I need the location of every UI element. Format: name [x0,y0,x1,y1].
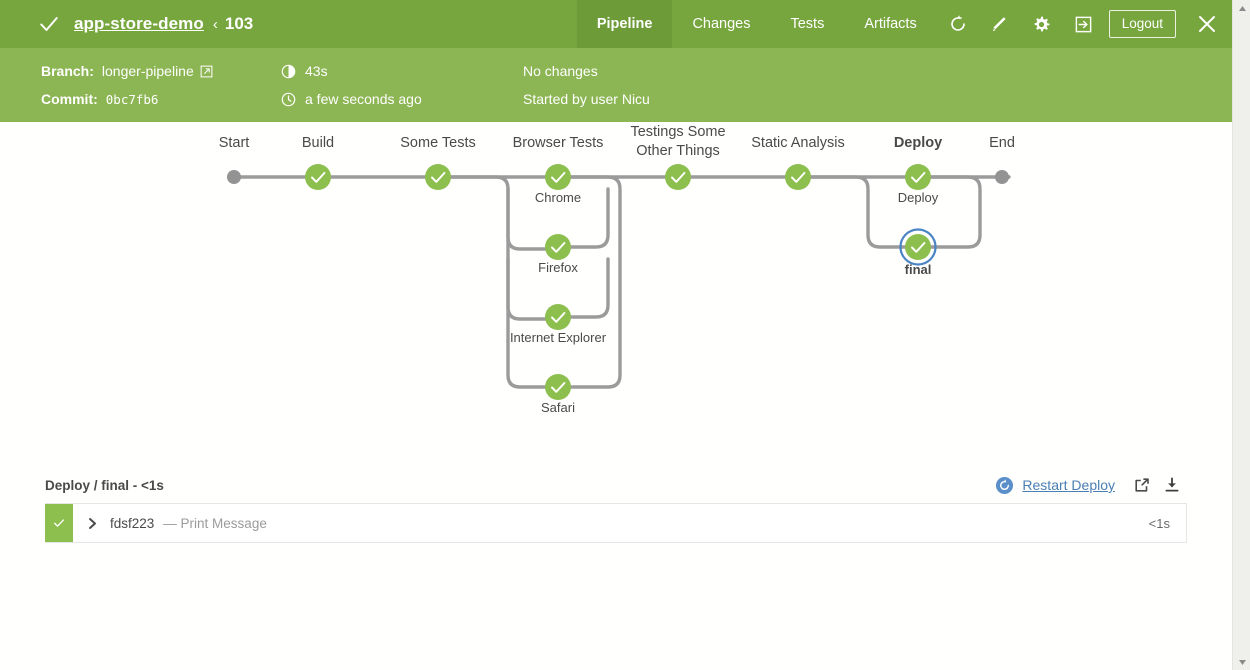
step-description: — Print Message [163,515,267,531]
pipeline-graph-svg: Start Build Some Tests Browser Tests Tes… [219,124,1015,415]
pipeline-graph: Start Build Some Tests Browser Tests Tes… [0,122,1232,467]
download-icon [1165,477,1179,492]
step-log-section: Deploy / final - <1s Restart Deploy [0,467,1232,543]
meta-branch-row: Branch: longer-pipeline [41,57,213,85]
pipeline-node-start[interactable] [227,170,241,184]
chevron-right-icon[interactable] [87,517,98,530]
stage-label-testings-line1: Testings Some [630,124,725,140]
branch-external-link-icon[interactable] [200,65,213,78]
stage-label-static-analysis: Static Analysis [751,135,845,151]
pipeline-node-end[interactable] [995,170,1009,184]
table-row[interactable]: fdsf223 — Print Message <1s [45,503,1187,543]
meta-col-timing: 43s a few seconds ago [281,57,422,113]
time-value: a few seconds ago [305,91,422,107]
job-name-link[interactable]: app-store-demo [74,14,204,33]
child-label-final: final [905,262,932,277]
pipeline-node-firefox[interactable] [545,234,571,260]
tab-tests[interactable]: Tests [790,16,825,32]
stage-label-testings-line2: Other Things [636,143,720,159]
login-button[interactable] [1063,0,1105,48]
step-name: fdsf223 [110,515,155,531]
external-link-icon [1135,478,1149,492]
pipeline-node-static-analysis[interactable] [785,164,811,190]
previous-run-chevron-icon[interactable]: ‹ [212,15,218,33]
tab-artifacts[interactable]: Artifacts [864,16,917,32]
step-status-indicator [45,504,73,542]
clock-icon [281,92,296,107]
restart-deploy-label: Restart Deploy [1022,477,1115,493]
pipeline-stage-labels: Start Build Some Tests Browser Tests Tes… [219,124,1015,159]
pipeline-node-browser-tests[interactable] [545,164,571,190]
pipeline-child-labels: Chrome Firefox Internet Explorer Safari … [510,190,939,415]
changes-text: No changes [523,63,598,79]
child-label-deploy: Deploy [898,190,939,205]
child-label-firefox: Firefox [538,260,578,275]
check-icon [53,519,65,527]
run-header-left: app-store-demo ‹ 103 [0,0,577,48]
meta-duration-row: 43s [281,57,422,85]
scroll-down-arrow-icon[interactable] [1233,654,1250,670]
restart-deploy-button[interactable]: Restart Deploy [995,476,1115,495]
pipeline-node-safari[interactable] [545,374,571,400]
commit-label: Commit: [41,91,98,107]
pencil-icon [992,17,1006,31]
stage-label-deploy: Deploy [894,135,942,151]
run-id: 103 [224,14,254,33]
stage-label-some-tests: Some Tests [400,135,476,151]
run-status-check-icon [40,17,58,31]
run-header-right: Pipeline Changes Tests Artifacts [576,0,1232,48]
restart-circle-icon [995,476,1014,495]
open-log-external-button[interactable] [1127,472,1157,498]
gear-icon [1034,16,1050,31]
stage-label-build: Build [302,135,334,151]
branch-label: Branch: [41,63,94,79]
rerun-button[interactable] [937,0,979,48]
pipeline-node-testings-some-other-things[interactable] [665,164,691,190]
settings-button[interactable] [1021,0,1063,48]
stage-label-end: End [989,135,1015,151]
replay-icon [950,15,965,31]
duration-pie-icon [281,64,296,79]
pipeline-node-build[interactable] [305,164,331,190]
pipeline-node-deploy[interactable] [905,164,931,190]
edit-button[interactable] [979,0,1021,48]
meta-col-changes: No changes Started by user Nicu [523,57,650,113]
stage-label-start: Start [219,135,250,151]
tab-pipeline[interactable]: Pipeline [576,0,673,48]
run-meta-band: Branch: longer-pipeline Commit: 0bc7fb6 [0,48,1232,122]
meta-changes-row: No changes [523,57,650,85]
pipeline-connectors [239,175,1011,389]
pipeline-node-internet-explorer[interactable] [545,304,571,330]
login-arrow-icon [1075,16,1092,32]
run-header-bar: app-store-demo ‹ 103 Pipeline Changes Te… [0,0,1232,48]
cause-text: Started by user Nicu [523,91,650,107]
step-duration: <1s [1148,515,1170,531]
step-log-title: Deploy / final - <1s [45,477,164,493]
meta-time-row: a few seconds ago [281,85,422,113]
meta-commit-row: Commit: 0bc7fb6 [41,85,213,113]
step-log-header: Deploy / final - <1s Restart Deploy [45,467,1187,503]
branch-value: longer-pipeline [101,63,194,79]
meta-cause-row: Started by user Nicu [523,85,650,113]
duration-value: 43s [305,63,328,79]
step-log-actions: Restart Deploy [995,472,1187,498]
close-icon [1199,16,1215,32]
commit-value: 0bc7fb6 [105,91,159,107]
step-body: fdsf223 — Print Message <1s [73,504,1186,542]
stage-label-browser-tests: Browser Tests [513,135,604,151]
tab-changes[interactable]: Changes [692,16,751,32]
pipeline-node-some-tests[interactable] [425,164,451,190]
logout-button[interactable]: Logout [1108,10,1176,38]
child-label-internet-explorer: Internet Explorer [510,330,607,345]
scroll-up-arrow-icon[interactable] [1233,0,1250,16]
child-label-safari: Safari [541,400,575,415]
page-scrollbar[interactable] [1232,0,1250,670]
child-label-chrome: Chrome [535,190,581,205]
download-log-button[interactable] [1157,472,1187,498]
meta-col-source: Branch: longer-pipeline Commit: 0bc7fb6 [41,57,213,113]
pipeline-node-final[interactable] [899,228,937,266]
close-button[interactable] [1182,0,1232,48]
